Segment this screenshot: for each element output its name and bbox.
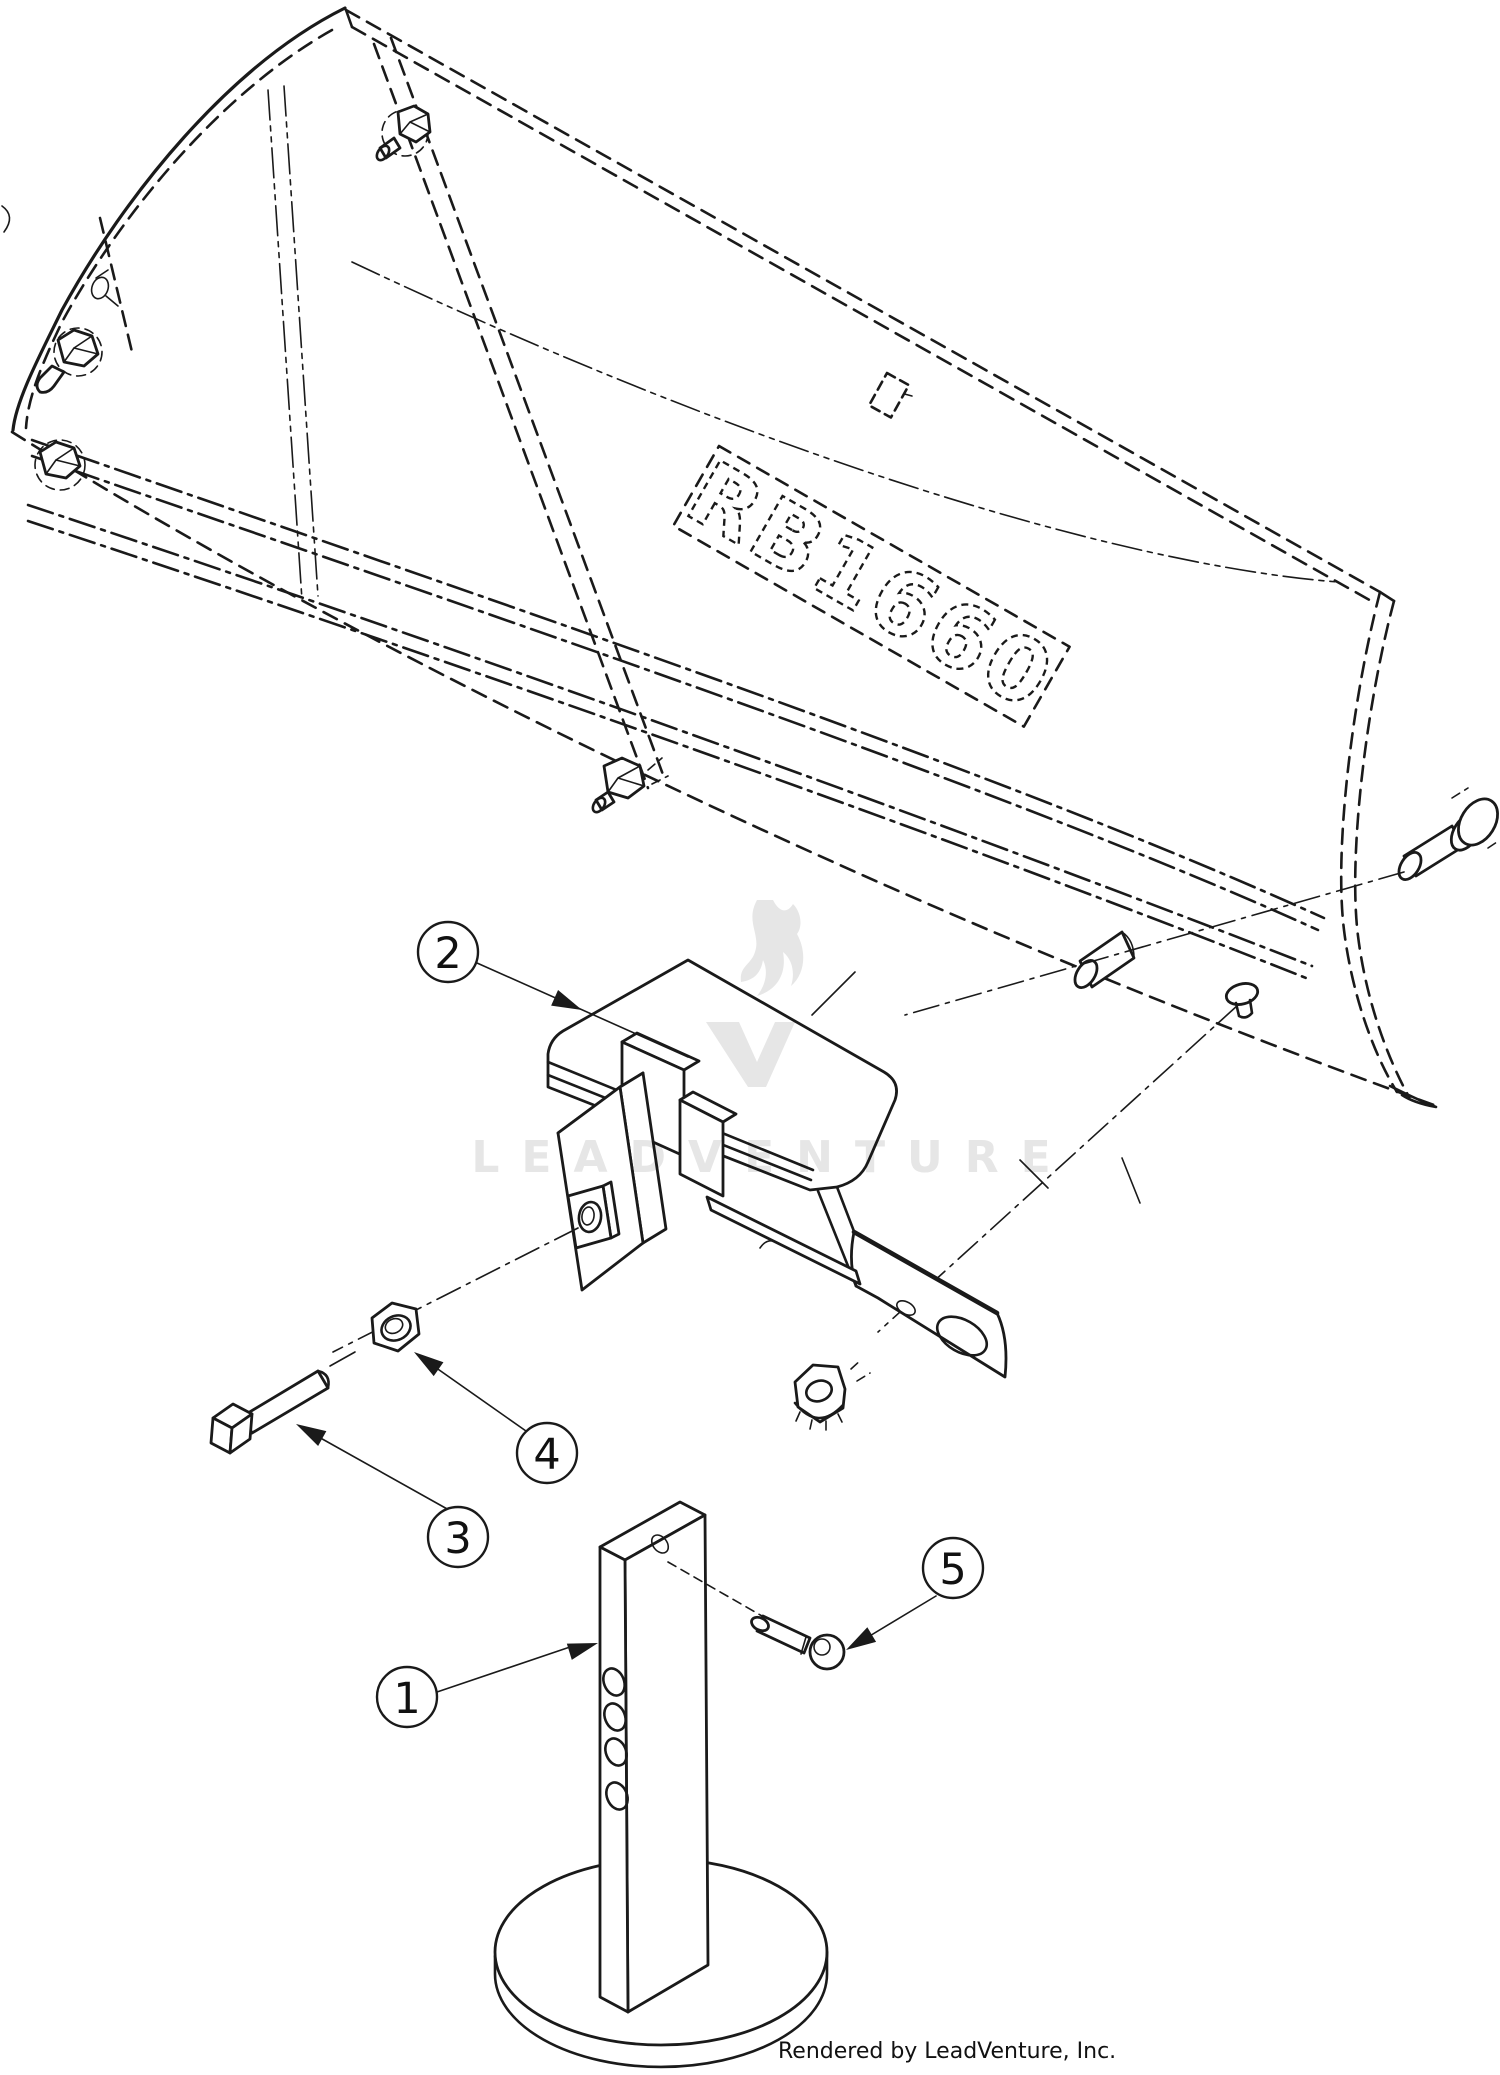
- spacer-bushing: [1073, 930, 1136, 989]
- callout-circle: [426, 1505, 490, 1569]
- blade-model-label: RB1660: [670, 440, 1074, 732]
- callout-circle: [375, 1665, 439, 1729]
- callout-1: 1: [375, 1643, 598, 1729]
- square-head-bolt-part: [209, 1351, 356, 1455]
- blade-assembly: RB1660: [1, 6, 1500, 1109]
- model-text: RB1660: [671, 441, 1073, 731]
- leader-arrow: [566, 1643, 598, 1660]
- flange-nut: [793, 1358, 871, 1431]
- leadventure-watermark: LEADVENTURE: [471, 900, 1072, 1183]
- plow-bolt: [1397, 787, 1500, 881]
- lock-nut-part: [370, 1301, 421, 1353]
- callout-3: 3: [296, 1424, 490, 1569]
- edge-clip-marker: [867, 371, 913, 419]
- callout-number: 5: [939, 1545, 966, 1595]
- receiver-axis-line: [332, 1227, 579, 1353]
- attribution-text: Rendered by LeadVenture, Inc.: [778, 2039, 1116, 2064]
- end-plate-bolt-upper: [35, 327, 103, 394]
- callout-circle: [515, 1421, 579, 1485]
- callout-circle: [416, 920, 480, 984]
- center-carriage-bolt: [591, 756, 669, 814]
- callout-number: 1: [393, 1674, 420, 1724]
- leader-arrow: [846, 1627, 877, 1650]
- end-plate-bolt-lower: [34, 439, 86, 491]
- leadventure-flame-logo: [706, 900, 804, 1087]
- callout-number: 2: [434, 929, 461, 979]
- callout-number: 4: [533, 1430, 560, 1480]
- pin-axis-line: [667, 1561, 763, 1617]
- mount-bracket-part: [546, 958, 1008, 1379]
- stand-pin-hole: [650, 1534, 670, 1554]
- callout-4: 4: [414, 1352, 579, 1485]
- callout-5: 5: [846, 1536, 985, 1650]
- upper-carriage-bolt: [375, 104, 432, 162]
- callout-number: 3: [444, 1514, 471, 1564]
- leader-arrow: [296, 1424, 327, 1446]
- leader-arrow: [551, 990, 582, 1010]
- jack-stand-part: [493, 1500, 829, 2069]
- leader-line: [307, 1430, 450, 1511]
- callout-2: 2: [416, 920, 689, 1058]
- hitch-pin-part: [750, 1614, 846, 1671]
- end-plate-stud: [90, 269, 119, 307]
- leader-line: [424, 1359, 527, 1432]
- leader-line: [436, 1646, 571, 1693]
- watermark-text: LEADVENTURE: [471, 1132, 1072, 1183]
- callout-circle: [921, 1536, 985, 1600]
- mushroom-pin: [1224, 982, 1260, 1019]
- leader-line: [476, 962, 689, 1058]
- leader-arrow: [414, 1352, 444, 1377]
- leader-line: [867, 1595, 937, 1638]
